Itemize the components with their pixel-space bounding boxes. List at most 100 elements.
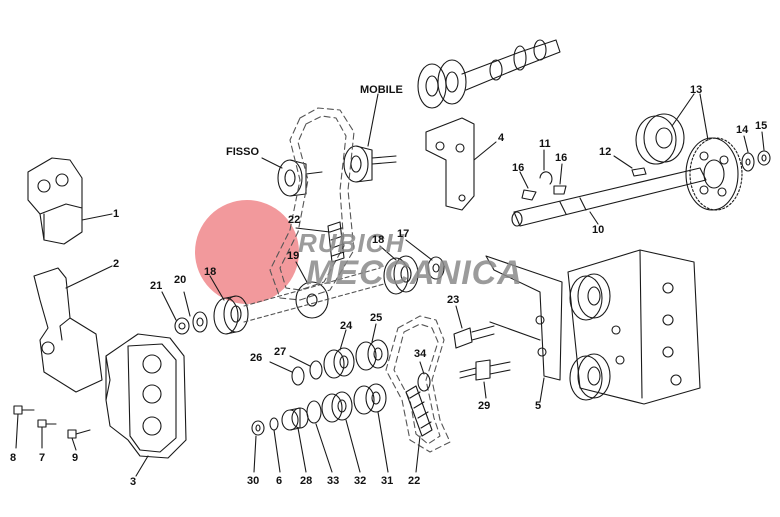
part-label-32: 32 [354,475,367,487]
part-33-ring [306,400,322,424]
part-label-19: 19 [287,250,300,262]
part-label-16a: 16 [512,162,525,174]
part-label-22a: 22 [288,214,301,226]
part-label-33: 33 [327,475,340,487]
leader-1 [81,213,113,221]
part-label-28: 28 [300,475,313,487]
bolt-7 [37,419,57,449]
part-17-washer [427,256,445,280]
part-20-washer [192,311,208,333]
part-22-belt-segment-lower [405,385,433,437]
part-13-gear-small [635,113,685,165]
part-label-24: 24 [340,320,353,332]
part-13-gear-large [685,137,743,211]
part-label-27: 27 [274,346,287,358]
part-label-14: 14 [736,124,749,136]
leader-15 [761,131,765,151]
cylinder-head [567,249,701,405]
pulley-shaft [243,267,385,323]
part-label-1: 1 [113,208,120,220]
leader-13a [671,93,695,127]
leader-22a [295,227,331,233]
part-label-23: 23 [447,294,460,306]
part-26-ring [291,366,305,386]
leader-34 [419,361,425,375]
part-label-34: 34 [414,348,427,360]
part-11-circlip [539,171,553,185]
part-label-2: 2 [113,258,120,270]
part-label-7: 7 [39,452,46,464]
leader-25 [371,323,377,343]
part-label-18b: 18 [372,234,385,246]
leader-17 [405,239,433,261]
part-label-30: 30 [247,475,260,487]
leader-4 [473,141,497,161]
leader-18b [379,245,397,261]
part-label-9: 9 [72,452,79,464]
part-23-stud [453,325,495,349]
part-label-12: 12 [599,146,612,158]
leader-20 [183,291,191,317]
part-label-10: 10 [592,224,605,236]
leader-24 [339,329,347,351]
leader-29 [483,381,487,399]
part-29-stud [459,359,511,381]
part-label-3: 3 [130,476,137,488]
leader-26 [269,361,293,373]
leader-6 [273,429,281,473]
part-label-25: 25 [370,312,383,324]
leader-33 [315,423,333,473]
part-label-22b: 22 [408,475,421,487]
part-label-21: 21 [150,280,163,292]
leader-22b [415,435,421,473]
leader-3 [135,455,149,477]
leader-5 [539,377,545,403]
part-16-key-left [521,189,537,201]
part-25-bearing [355,339,389,371]
leader-12 [613,155,633,169]
part-31-bearing [353,383,387,415]
leader-30 [253,435,257,473]
leader-16a [519,171,529,189]
part-18-pulley-right [383,255,419,295]
leader-19 [295,261,309,285]
leader-27 [289,355,311,367]
callout-fisso: FISSO [226,146,260,158]
part-label-26: 26 [250,352,263,364]
camshaft-top [417,39,561,109]
part-30-nut [251,420,265,436]
part-5-gasket [485,255,563,381]
tensioner-mobile [343,145,397,183]
leader-16b [559,163,563,185]
part-27-ring [309,360,323,380]
part-label-8: 8 [10,452,17,464]
part-label-5: 5 [535,400,542,412]
part-2-mount [33,267,103,393]
part-label-11: 11 [539,138,551,150]
leader-31 [377,411,389,473]
part-19-washer [295,281,329,319]
part-label-17: 17 [397,228,410,240]
part-label-16b: 16 [555,152,568,164]
part-6-washer [269,417,279,431]
leader-28 [297,427,307,473]
part-22-belt-segment-upper [327,221,345,263]
part-4-plate [425,117,475,211]
part-14-washer [741,152,755,172]
part-12-key [631,167,647,177]
part-label-18a: 18 [204,266,217,278]
leader-23 [455,305,463,329]
leader-32 [345,419,361,473]
leader-mobile [367,93,379,147]
leader-2 [65,265,113,289]
part-32-bearing [321,391,353,423]
part-3-belt-cover [105,333,187,459]
part-label-4: 4 [498,132,505,144]
leader-10 [589,211,599,225]
watermark-line2: MECCANICA [306,254,523,292]
part-24-bearing [323,347,355,379]
part-label-29: 29 [478,400,491,412]
leader-21 [161,291,177,321]
